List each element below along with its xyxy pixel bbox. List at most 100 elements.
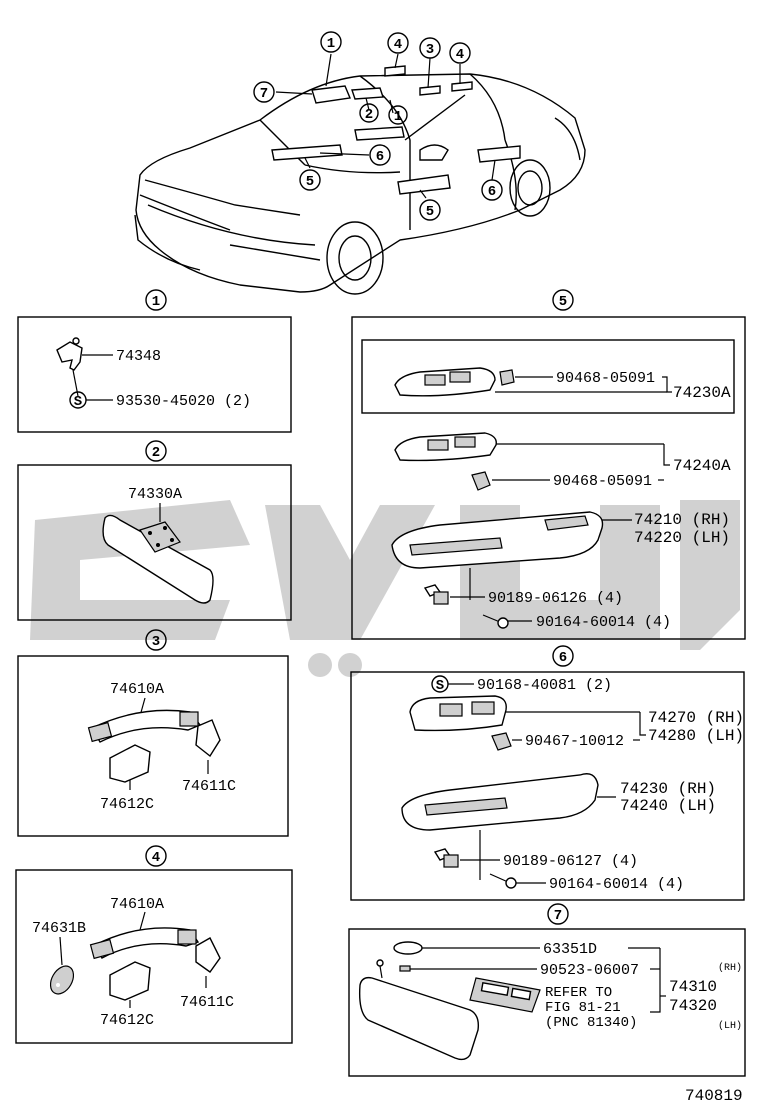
section-5-inner-frame	[361, 339, 735, 414]
svg-text:3: 3	[152, 634, 160, 650]
sun-visor-part-7	[358, 959, 480, 1061]
part-number-90168-40081: 90168-40081 (2)	[477, 677, 612, 694]
svg-text:1: 1	[327, 36, 335, 52]
part-number-93530-45020: 93530-45020 (2)	[116, 393, 251, 410]
svg-text:S: S	[436, 678, 444, 694]
section-6-frame	[350, 671, 745, 901]
car-callout-3-top: 3	[419, 37, 441, 59]
clip-symbol: S	[69, 391, 87, 410]
refer-note-line-3: (PNC 81340)	[545, 1015, 637, 1031]
part-number-74610A-grip: 74610A	[110, 896, 164, 913]
part-number-90468-05091-b: 90468-05091	[553, 473, 652, 490]
rh-tag: (RH)	[718, 962, 742, 974]
part-number-90523-06007: 90523-06007	[540, 962, 639, 979]
section-7: 7 63351D 90523-06007 (RH) 74310 74320 (L…	[348, 903, 746, 1077]
section-6: 6 S 90168-40081 (2) 74270 (RH) 74280 (LH…	[350, 645, 745, 901]
car-callout-5-right: 5	[419, 199, 441, 221]
car-callout-7: 7	[253, 81, 275, 103]
section-2-callout: 2	[145, 440, 167, 462]
grip-cover-right-part-2	[195, 937, 221, 973]
clip-part-6	[491, 732, 512, 751]
svg-text:4: 4	[152, 850, 160, 866]
section-1-callout: 1	[145, 289, 167, 311]
screw-part-6	[489, 873, 517, 889]
section-1: 1 74348 S 93530-45020 (2)	[17, 289, 292, 433]
svg-text:S: S	[74, 394, 82, 410]
armrest-base-part-6	[401, 773, 599, 831]
car-callout-2: 2	[359, 103, 379, 123]
car-callout-5-left: 5	[299, 169, 321, 191]
part-number-74320: 74320	[669, 997, 717, 1015]
car-callout-1-mid: 1	[388, 105, 408, 125]
section-5-callout: 5	[552, 289, 574, 311]
part-number-90164-60014-a: 90164-60014 (4)	[536, 614, 671, 631]
part-number-74610A: 74610A	[110, 681, 164, 698]
svg-text:2: 2	[365, 107, 373, 123]
part-number-74240A: 74240A	[673, 457, 731, 475]
car-overview	[134, 65, 586, 295]
nut-part	[423, 584, 449, 605]
part-number-90189-06126: 90189-06126 (4)	[488, 590, 623, 607]
svg-text:4: 4	[394, 37, 402, 53]
part-number-74631B: 74631B	[32, 920, 86, 937]
svg-text:5: 5	[559, 294, 567, 310]
section-4-callout: 4	[145, 845, 167, 867]
vanity-mirror-part	[469, 977, 541, 1013]
grip-cover-left-part	[109, 744, 151, 783]
grip-cover-right-part	[195, 719, 221, 758]
refer-note-line-1: REFER TO	[545, 985, 612, 1001]
refer-note-line-2: FIG 81-21	[545, 1000, 621, 1016]
sun-visor-part	[102, 514, 214, 604]
car-callout-4-top: 4	[387, 32, 409, 54]
small-screw-part	[399, 965, 411, 972]
part-number-74230-rh: 74230 (RH)	[620, 780, 716, 798]
part-number-74611C-2: 74611C	[180, 994, 234, 1011]
part-number-90189-06127: 90189-06127 (4)	[503, 853, 638, 870]
part-number-74348: 74348	[116, 348, 161, 365]
window-switch-assy-part-2	[394, 432, 497, 462]
assist-grip-part	[87, 709, 202, 743]
part-number-74611C: 74611C	[182, 778, 236, 795]
figure-code: 740819	[685, 1087, 743, 1105]
section-3: 3 74610A 74612C 74611C	[17, 629, 289, 837]
lh-tag: (LH)	[718, 1020, 742, 1032]
door-switch-part	[409, 695, 507, 732]
section-6-callout: 6	[552, 645, 574, 667]
section-2: 2 74330A	[17, 440, 292, 621]
window-switch-assy-part	[394, 367, 515, 397]
car-callouts: 1 4 3 4 7 2 1 6 5 5 6	[253, 31, 503, 221]
svg-text:5: 5	[306, 174, 314, 190]
svg-text:7: 7	[260, 86, 268, 102]
part-number-90468-05091-a: 90468-05091	[556, 370, 655, 387]
svg-text:1: 1	[152, 294, 160, 310]
section-7-callout: 7	[547, 903, 569, 925]
part-number-74612C: 74612C	[100, 796, 154, 813]
part-number-74240-lh: 74240 (LH)	[620, 797, 716, 815]
lens-part	[393, 941, 423, 955]
section-1-frame	[17, 316, 292, 433]
section-4: 4 74610A 74631B 74612C 74611C	[15, 845, 293, 1044]
part-number-90467-10012: 90467-10012	[525, 733, 624, 750]
part-number-74270-rh: 74270 (RH)	[648, 709, 744, 727]
watermark-logo	[30, 500, 740, 677]
svg-text:4: 4	[456, 47, 464, 63]
svg-text:3: 3	[426, 42, 434, 58]
assist-grip-part-2	[89, 927, 200, 960]
clip-part	[471, 471, 491, 491]
part-number-74220-lh: 74220 (LH)	[634, 529, 730, 547]
svg-text:6: 6	[376, 149, 384, 165]
bracket-part	[56, 337, 83, 371]
part-number-90164-60014-b: 90164-60014 (4)	[549, 876, 684, 893]
section-4-frame	[15, 869, 293, 1044]
nut-part-6	[433, 848, 459, 868]
section-3-frame	[17, 655, 289, 837]
screw-part	[482, 614, 509, 629]
section-2-frame	[17, 464, 292, 621]
svg-text:2: 2	[152, 445, 160, 461]
grip-cover-left-part-2	[109, 961, 151, 1001]
car-callout-1-top: 1	[320, 31, 342, 53]
section-5-frame	[351, 316, 746, 640]
svg-text:6: 6	[559, 650, 567, 666]
armrest-base-part	[391, 511, 604, 569]
